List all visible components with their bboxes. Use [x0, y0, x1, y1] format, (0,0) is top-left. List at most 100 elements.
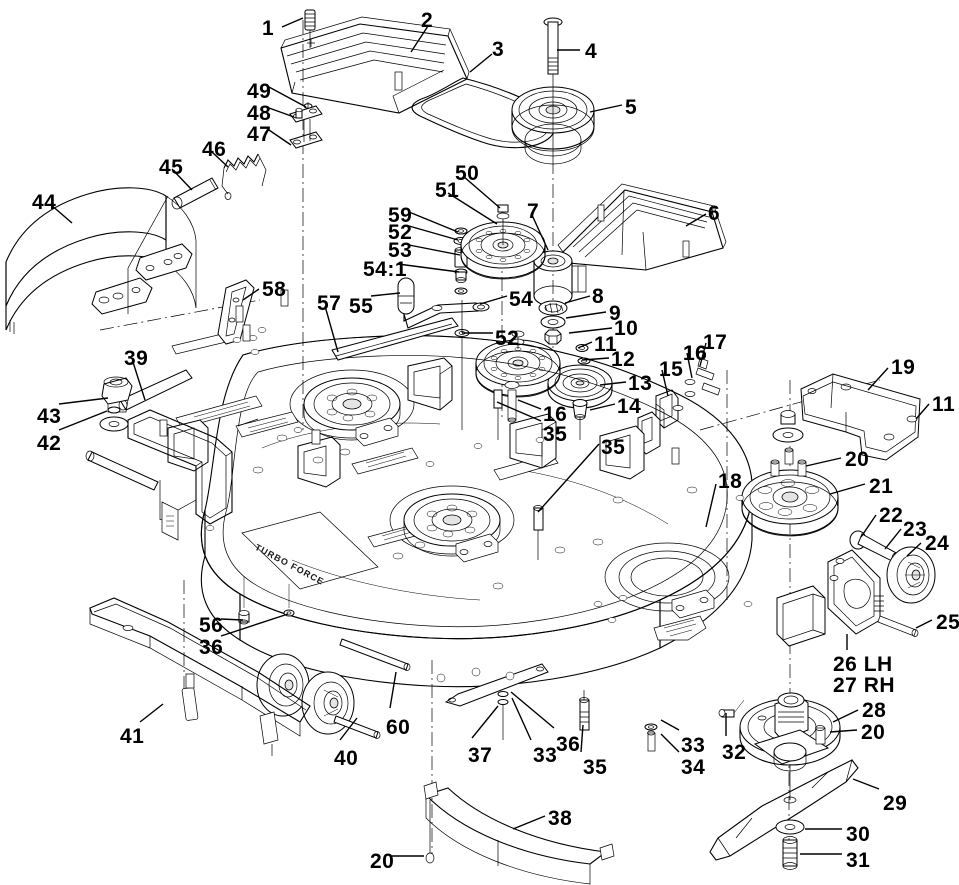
callout-11[interactable]: 11: [594, 333, 618, 356]
callout-56[interactable]: 56: [199, 614, 224, 637]
callout-18[interactable]: 18: [718, 470, 743, 493]
callout-35[interactable]: 35: [583, 756, 608, 779]
callout-8[interactable]: 8: [592, 285, 605, 308]
part-14-spacer: [572, 399, 588, 440]
callout-9[interactable]: 9: [609, 302, 622, 325]
leader-line-57: [324, 305, 339, 353]
callout-36[interactable]: 36: [199, 636, 224, 659]
callout-24[interactable]: 24: [925, 532, 950, 555]
callout-20[interactable]: 20: [370, 850, 395, 873]
callout-48[interactable]: 48: [247, 102, 272, 125]
leader-line-14: [589, 403, 616, 411]
callout-7[interactable]: 7: [527, 200, 540, 223]
part-19-bracket: [800, 373, 921, 461]
callout-3[interactable]: 3: [492, 38, 505, 61]
callout-46[interactable]: 46: [202, 138, 227, 161]
leader-line-2: [410, 25, 429, 53]
callout-58[interactable]: 58: [262, 278, 287, 301]
callout-1[interactable]: 1: [262, 17, 275, 40]
leader-line-45: [171, 168, 193, 191]
callout-40[interactable]: 40: [334, 747, 359, 770]
callout-52[interactable]: 52: [495, 327, 520, 350]
callout-23[interactable]: 23: [903, 518, 928, 541]
callout-29[interactable]: 29: [883, 792, 908, 815]
callout-25[interactable]: 25: [936, 611, 959, 634]
callout-60[interactable]: 60: [386, 716, 411, 739]
leader-line-37: [471, 705, 499, 739]
callout-10[interactable]: 10: [614, 317, 639, 340]
callout-21[interactable]: 21: [869, 475, 894, 498]
callout-26-lh[interactable]: 26 LH: [833, 653, 893, 676]
callout-12[interactable]: 12: [611, 348, 636, 371]
callout-16[interactable]: 16: [683, 342, 708, 365]
part-35-bolts: [493, 389, 590, 731]
callout-45[interactable]: 45: [159, 156, 184, 179]
callout-6[interactable]: 6: [708, 202, 721, 225]
callout-11[interactable]: 11: [932, 393, 956, 416]
part-41-guard-rail: [89, 597, 311, 756]
callout-36[interactable]: 36: [556, 733, 581, 756]
callout-35[interactable]: 35: [543, 423, 568, 446]
callout-32[interactable]: 32: [722, 741, 747, 764]
leader-line-52: [408, 225, 459, 241]
leader-line-40: [339, 717, 358, 741]
callout-31[interactable]: 31: [846, 849, 871, 872]
callout-17[interactable]: 17: [703, 331, 728, 354]
callout-39[interactable]: 39: [124, 347, 149, 370]
callout-41[interactable]: 41: [120, 725, 145, 748]
callout-33[interactable]: 33: [533, 744, 558, 767]
callout-30[interactable]: 30: [846, 823, 871, 846]
part-11-nut: [575, 344, 589, 352]
leader-line-47: [268, 129, 292, 146]
leader-line-42: [58, 410, 108, 431]
leader-line-60: [389, 671, 397, 709]
callout-4[interactable]: 4: [585, 40, 598, 63]
callout-59[interactable]: 59: [388, 204, 413, 227]
part-22-24-caster-right: [827, 530, 936, 637]
callout-28[interactable]: 28: [862, 699, 887, 722]
callout-49[interactable]: 49: [247, 80, 272, 103]
part-2-baffle: [280, 16, 470, 114]
callout-50[interactable]: 50: [455, 162, 480, 185]
callout-19[interactable]: 19: [891, 356, 916, 379]
callout-13[interactable]: 13: [628, 372, 653, 395]
callout-38[interactable]: 38: [548, 807, 573, 830]
callout-16[interactable]: 16: [543, 403, 568, 426]
leader-line-11: [577, 341, 593, 349]
part-57-bracket: [331, 317, 459, 361]
callout-43[interactable]: 43: [37, 405, 62, 428]
callout-5[interactable]: 5: [625, 96, 638, 119]
part-28-spindle-assembly: [739, 692, 841, 800]
callout-22[interactable]: 22: [879, 504, 904, 527]
part-40-caster-wheels: [256, 653, 381, 739]
callout-16[interactable]: 16: [683, 342, 708, 365]
callout-53[interactable]: 53: [388, 239, 413, 262]
callout-35[interactable]: 35: [601, 436, 626, 459]
callout-20[interactable]: 20: [861, 721, 886, 744]
callout-27-rh[interactable]: 27 RH: [833, 674, 896, 697]
callout-54-1[interactable]: 54:1: [363, 258, 408, 281]
callout-44[interactable]: 44: [32, 191, 57, 214]
callout-47[interactable]: 47: [247, 123, 272, 146]
callout-55[interactable]: 55: [349, 295, 374, 318]
callout-15[interactable]: 15: [659, 358, 684, 381]
part-9-washer: [540, 315, 566, 329]
callout-2[interactable]: 2: [421, 9, 434, 32]
leader-line-21: [829, 483, 866, 495]
callout-54[interactable]: 54: [509, 288, 534, 311]
part-13-idler-pulley: [547, 364, 613, 409]
callout-37[interactable]: 37: [468, 744, 493, 767]
deck-spindle-left: [303, 377, 401, 447]
callout-33[interactable]: 33: [681, 734, 706, 757]
callout-52[interactable]: 52: [388, 221, 413, 244]
leader-line-12: [581, 357, 610, 361]
callout-51[interactable]: 51: [435, 179, 460, 202]
deck-fasteners: [205, 327, 753, 683]
leader-line-11: [915, 403, 930, 420]
callout-20[interactable]: 20: [845, 448, 870, 471]
callout-57[interactable]: 57: [317, 292, 342, 315]
callout-34[interactable]: 34: [681, 756, 706, 779]
callout-42[interactable]: 42: [37, 432, 62, 455]
callout-14[interactable]: 14: [617, 395, 642, 418]
leader-line-16: [517, 399, 542, 410]
